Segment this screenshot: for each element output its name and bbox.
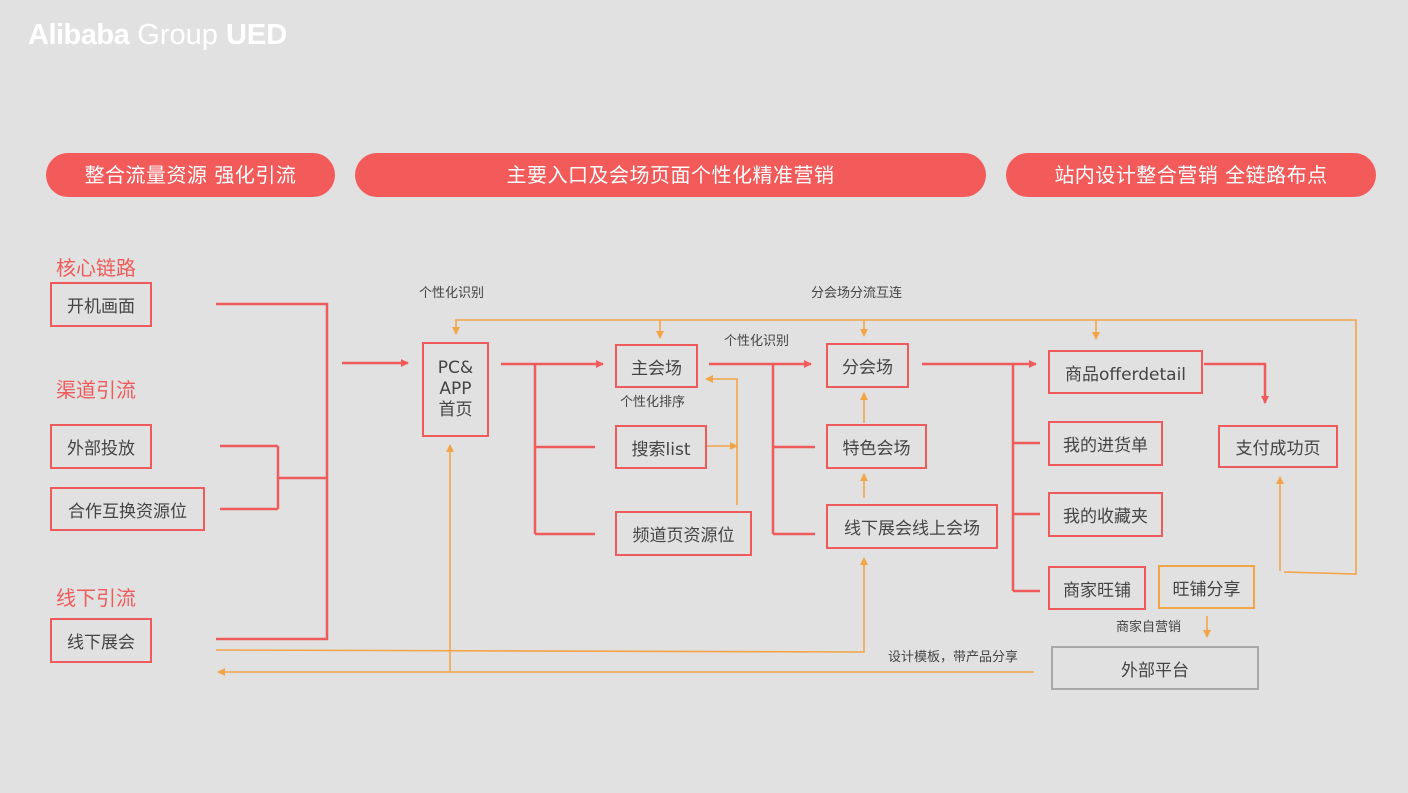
banner-precision-marketing: 主要入口及会场页面个性化精准营销 [355, 153, 986, 197]
banner-full-link-marketing: 站内设计整合营销 全链路布点 [1006, 153, 1376, 197]
note-template-share: 设计模板，带产品分享 [888, 650, 1019, 665]
node-partner-slot: 合作互换资源位 [50, 487, 205, 531]
node-search-list: 搜索list [615, 425, 707, 469]
home-line-3: 首页 [438, 400, 473, 420]
node-pay-success: 支付成功页 [1218, 425, 1338, 468]
category-core-link: 核心链路 [56, 256, 136, 280]
note-personalized-sort: 个性化排序 [620, 395, 686, 410]
banner-integrate-traffic: 整合流量资源 强化引流 [46, 153, 335, 197]
node-external-platform: 外部平台 [1051, 646, 1259, 690]
category-channel-traffic: 渠道引流 [56, 378, 136, 402]
node-boot-screen: 开机画面 [50, 282, 152, 327]
node-purchase-list: 我的进货单 [1048, 421, 1163, 466]
node-favorites: 我的收藏夹 [1048, 492, 1163, 537]
node-channel-slot: 频道页资源位 [615, 511, 752, 556]
alibaba-group-ued-logo: Alibaba Group UED [28, 19, 288, 51]
note-personalize-identify-venue: 个性化识别 [724, 334, 790, 349]
note-merchant-self-marketing: 商家自营销 [1116, 620, 1182, 635]
node-feature-venue: 特色会场 [826, 424, 927, 469]
node-main-venue: 主会场 [615, 344, 698, 388]
note-cross-venue-link: 分会场分流互连 [811, 286, 903, 301]
node-home-page: PC& APP 首页 [422, 342, 489, 437]
node-offer-detail: 商品offerdetail [1048, 350, 1203, 394]
category-offline-traffic: 线下引流 [56, 586, 136, 610]
node-sub-venue: 分会场 [826, 343, 909, 388]
node-wangpu-share: 旺铺分享 [1158, 565, 1255, 609]
node-offline-online-venue: 线下展会线上会场 [826, 504, 998, 549]
node-external-ads: 外部投放 [50, 424, 152, 469]
home-line-2: APP [439, 379, 472, 399]
note-personalize-identify-home: 个性化识别 [419, 286, 485, 301]
node-offline-expo: 线下展会 [50, 618, 152, 663]
node-wangpu: 商家旺铺 [1048, 566, 1146, 610]
home-line-1: PC& [437, 358, 474, 378]
